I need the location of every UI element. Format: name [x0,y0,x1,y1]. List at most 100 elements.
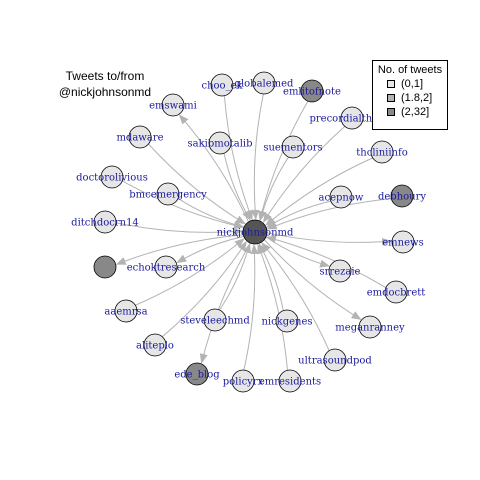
node-label-nickgenes: nickgenes [261,317,312,328]
legend-label: (0,1] [401,78,424,90]
node-label-aliteplo: aliteplo [136,341,174,352]
edge-suementors-to-nickjohnsonmd [258,156,289,222]
node-label-suementors: suementors [263,143,322,154]
edge-aaemrsa-to-nickjohnsonmd [135,238,245,306]
graph-title: Tweets to/from @nickjohnsonmd [40,68,170,100]
node-emswami[interactable] [161,93,185,117]
legend-swatch [387,108,395,116]
node-steveleechmd[interactable] [203,308,227,332]
node-label-ultrasoundpod: ultrasoundpod [298,356,372,367]
node-layer [93,71,415,393]
node-label-bmcemergency: bmcemergency [129,190,207,201]
node-label-choo_ek: choo_ek [201,81,243,92]
node-echoktresearch[interactable] [154,255,178,279]
edge-mdaware-to-nickjohnsonmd [148,143,246,225]
node-label-thcliniinfo: thcliniinfo [356,148,407,159]
node-label-emswami: emswami [149,101,197,112]
node-label-srrezaie: srrezaie [320,267,361,278]
edge-steveleechmd-to-nickjohnsonmd [219,242,252,311]
node-label-precordialthump: precordialthump [309,114,394,125]
legend: No. of tweets (0,1] (1.8,2] (2,32] [372,60,448,130]
legend-title: No. of tweets [377,64,443,76]
edge-nickjohnsonmd-to-(unlabeled) [115,234,244,265]
edge-policyrx-to-nickjohnsonmd [243,243,259,371]
label-layer: nickjohnsonmd choo_ekglobalemedemlitofnot… [71,79,426,388]
edge-nickjohnsonmd-to-emswami [178,114,249,223]
edge-choo_ek-to-nickjohnsonmd [223,95,253,221]
node-label-emnews: emnews [382,238,423,249]
edge-bmcemergency-to-nickjohnsonmd [177,197,245,229]
edge-debhoury-to-nickjohnsonmd [266,198,392,230]
node-thcliniinfo[interactable] [370,140,394,164]
node-label-steveleechmd: steveleechmd [180,316,250,327]
edge-emlitofnote-to-nickjohnsonmd [258,100,309,221]
node-label-aaemrsa: aaemrsa [104,307,147,318]
legend-item: (1.8,2] [373,91,447,105]
node-(unlabeled)[interactable] [93,255,117,279]
node-label-meganranney: meganranney [335,323,405,334]
legend-swatch [387,94,395,102]
node-label-globalemed: globalemed [235,79,295,90]
edge-ditchdocrn14-to-nickjohnsonmd [115,222,244,236]
node-label-emdocbrett: emdocbrett [367,288,426,299]
node-label-ede_blog: ede_blog [174,370,220,381]
node-label-ditchdocrn14: ditchdocrn14 [71,218,139,229]
legend-label: (2,32] [401,106,430,118]
edge-sakibmotalib-to-nickjohnsonmd [223,153,251,221]
edge-thcliniinfo-to-nickjohnsonmd [265,157,373,226]
node-acepnow[interactable] [329,185,353,209]
node-nickgenes[interactable] [275,309,299,333]
node-choo_ek[interactable] [210,73,234,97]
node-label-mdaware: mdaware [116,133,163,144]
edge-emdocbrett-to-nickjohnsonmd [265,235,387,289]
edge-precordialthump-to-nickjohnsonmd [262,126,346,223]
node-emnews[interactable] [391,230,415,254]
node-label-sakibmotalib: sakibmotalib [187,139,252,150]
legend-item: (0,1] [373,77,447,91]
legend-item: (2,32] [373,105,447,119]
title-line-1: Tweets to/from [65,69,145,83]
node-emresidents[interactable] [278,369,302,393]
node-ditchdocrn14[interactable] [93,210,117,234]
edge-nickjohnsonmd-to-emnews [266,232,393,246]
node-label-debhoury: debhoury [378,192,426,203]
node-label-policyrx: policyrx [223,377,264,388]
node-label-emresidents: emresidents [259,377,321,388]
node-label-acepnow: acepnow [319,193,364,204]
node-label-nickjohnsonmd: nickjohnsonmd [217,228,294,239]
node-meganranney[interactable] [358,315,382,339]
edge-aliteplo-to-nickjohnsonmd [161,240,247,338]
node-bmcemergency[interactable] [156,182,180,206]
node-globalemed[interactable] [252,71,276,95]
node-ede_blog[interactable] [185,362,209,386]
node-aaemrsa[interactable] [114,299,138,323]
edge-ultrasoundpod-to-nickjohnsonmd [261,242,330,351]
edge-nickjohnsonmd-to-echoktresearch [176,235,244,264]
node-label-doctorolivious: doctorolivious [76,173,148,184]
node-ultrasoundpod[interactable] [323,348,347,372]
node-emlitofnote[interactable] [300,79,324,103]
node-doctorolivious[interactable] [100,165,124,189]
node-aliteplo[interactable] [143,333,167,357]
edge-acepnow-to-nickjohnsonmd [266,200,331,228]
edge-layer [115,93,393,371]
edge-nickjohnsonmd-to-ede_blog [199,242,251,364]
node-suementors[interactable] [281,135,305,159]
node-emdocbrett[interactable] [384,280,408,304]
node-policyrx[interactable] [231,369,255,393]
node-sakibmotalib[interactable] [208,131,232,155]
node-mdaware[interactable] [128,125,152,149]
edge-globalemed-to-nickjohnsonmd [251,93,264,221]
legend-swatch [387,80,395,88]
edge-nickjohnsonmd-to-meganranney [263,239,362,320]
node-debhoury[interactable] [390,184,414,208]
node-srrezaie[interactable] [328,259,352,283]
edge-emresidents-to-nickjohnsonmd [257,243,288,371]
edge-doctorolivious-to-nickjohnsonmd [122,180,244,230]
legend-label: (1.8,2] [401,92,433,104]
node-label-echoktresearch: echoktresearch [127,263,206,274]
node-precordialthump[interactable] [340,106,364,130]
node-nickjohnsonmd[interactable] [242,219,268,245]
node-label-emlitofnote: emlitofnote [283,87,341,98]
